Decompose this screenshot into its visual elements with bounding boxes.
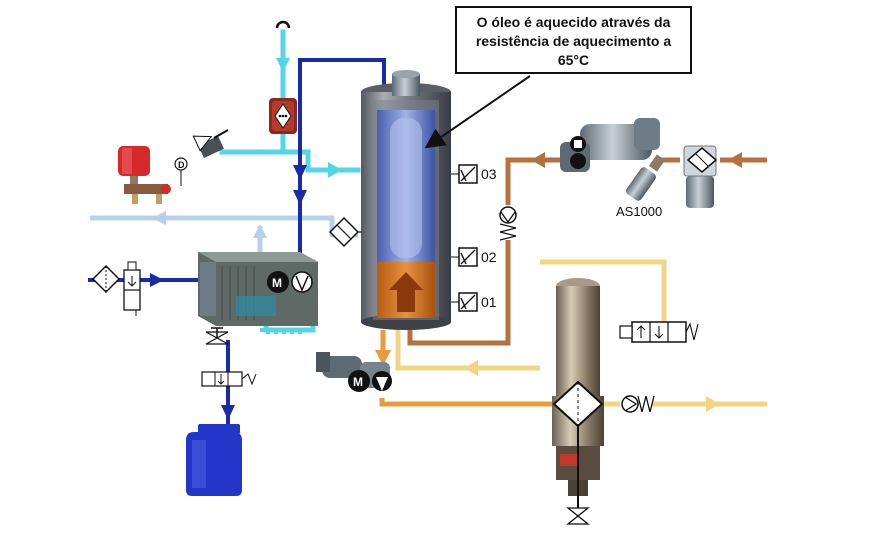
callout-pointer bbox=[424, 75, 531, 149]
feed-pump-motor[interactable] bbox=[570, 136, 586, 169]
oil-feed-arrows bbox=[531, 152, 742, 168]
drain-valve[interactable] bbox=[205, 327, 229, 345]
clean-oil-arrows bbox=[464, 360, 720, 412]
sensor-d-label: D bbox=[178, 160, 185, 170]
level-sensor-02[interactable] bbox=[458, 247, 478, 267]
sensor-label-02: 02 bbox=[481, 249, 497, 265]
sensor-label-03: 03 bbox=[481, 166, 497, 182]
separator-drain-valve[interactable] bbox=[566, 507, 590, 525]
heat-exchanger[interactable] bbox=[269, 98, 297, 134]
oil-pump-motor[interactable]: M bbox=[348, 370, 392, 392]
heating-callout: O óleo é aquecido através da resistência… bbox=[455, 6, 692, 74]
inlet-valve[interactable] bbox=[192, 129, 229, 158]
oil-pump-motor-label: M bbox=[353, 375, 363, 389]
water-container bbox=[186, 424, 242, 496]
level-sensor-01[interactable] bbox=[458, 292, 478, 312]
inlet-filter-diamond[interactable] bbox=[686, 147, 718, 173]
cooling-motor[interactable]: M bbox=[267, 271, 313, 293]
cooling-unit bbox=[198, 252, 318, 326]
inlet-filter-symbol[interactable] bbox=[91, 264, 121, 294]
heating-tank bbox=[361, 70, 451, 330]
sensor-label-01: 01 bbox=[481, 294, 497, 310]
oil-output-line bbox=[379, 330, 558, 407]
cold-water-arrows bbox=[276, 58, 342, 178]
pressure-vessel bbox=[118, 146, 171, 204]
water-inlet-hook bbox=[275, 20, 291, 29]
inlet-solenoid-valve[interactable] bbox=[123, 261, 141, 316]
cooling-motor-label: M bbox=[272, 276, 282, 290]
hot-water-arrows bbox=[150, 165, 307, 420]
as1000-sensor bbox=[626, 154, 666, 201]
level-sensor-03[interactable] bbox=[458, 164, 478, 184]
tank-filter-symbol[interactable] bbox=[328, 216, 362, 248]
oil-output-arrows bbox=[375, 350, 391, 366]
as1000-label: AS1000 bbox=[616, 204, 662, 219]
check-valve-feed[interactable] bbox=[499, 206, 517, 241]
level-sensors: 03 02 01 bbox=[451, 164, 497, 312]
drain-solenoid-valve[interactable] bbox=[201, 371, 257, 387]
separator-filter-diamond[interactable] bbox=[552, 380, 604, 428]
rising-arrow bbox=[389, 272, 423, 312]
return-arrows bbox=[152, 211, 267, 238]
sensor-d[interactable]: D bbox=[174, 157, 188, 186]
check-valve-output[interactable] bbox=[621, 395, 655, 413]
separator-solenoid-valve[interactable] bbox=[619, 321, 699, 343]
